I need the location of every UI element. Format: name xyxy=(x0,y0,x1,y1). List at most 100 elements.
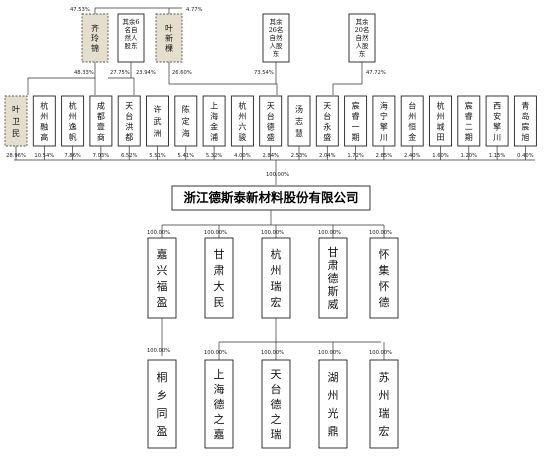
svg-text:自然: 自然 xyxy=(270,33,284,42)
shareholder-9-char-3: 六 xyxy=(238,121,246,131)
shareholder-12-char-4: 盛 xyxy=(323,132,331,142)
subsidiary-4-char-3: 德 xyxy=(328,271,339,285)
shareholder-pct: 2.85% xyxy=(376,153,393,159)
shareholder-15-char-1: 台 xyxy=(408,100,416,110)
grand-subsidiary-4-char-1: 湖 xyxy=(328,371,339,384)
subsidiary-box xyxy=(318,237,348,319)
shareholder-6-char-2: 武 xyxy=(154,116,162,126)
svg-text:股东: 股东 xyxy=(125,41,139,50)
grand-subsidiary-4-char-2: 州 xyxy=(328,389,339,402)
grand-subsidiary-box xyxy=(369,359,399,449)
shareholder-4-char-1: 成 xyxy=(97,100,105,110)
shareholder-pct: 4.00% xyxy=(234,153,251,159)
shareholder-15-char-3: 恒 xyxy=(408,121,416,131)
subsidiary-2-char-2: 肃 xyxy=(214,264,225,277)
svg-text:自然: 自然 xyxy=(356,33,370,42)
shareholder-12-char-2: 台 xyxy=(323,111,331,121)
grand-subsidiary-2-char-1: 上 xyxy=(214,368,225,381)
shareholder-pct: 1.20% xyxy=(461,153,478,159)
top-person-qi-char-2: 玲 xyxy=(91,33,99,43)
shareholder-17-char-2: 睿 xyxy=(465,112,473,121)
grand-subsidiary-pct: 100.00% xyxy=(318,350,341,356)
top-person-ye: 叶 新 棵 xyxy=(155,13,183,63)
shareholder-2-char-2: 州 xyxy=(40,112,48,121)
shareholder-11-char-2: 志 xyxy=(295,116,303,126)
shareholder-19-char-4: 旭 xyxy=(521,132,529,142)
grand-subsidiary-5-char-3: 瑞 xyxy=(379,406,390,420)
grand-subsidiary-1-char-2: 乡 xyxy=(157,389,168,402)
subsidiary-2-char-4: 民 xyxy=(214,296,225,309)
grand-subsidiary-5-char-4: 宏 xyxy=(379,424,390,438)
shareholder-pct: 1.15% xyxy=(489,153,506,159)
subsidiary-3-char-4: 宏 xyxy=(271,295,282,309)
company-box: 浙江德斯泰新材料股份有限公司 xyxy=(171,185,371,211)
shareholder-8-char-1: 上 xyxy=(210,101,218,110)
subsidiary-pct: 100.00% xyxy=(204,230,227,236)
subsidiary-2-char-3: 大 xyxy=(214,279,225,293)
grand-subsidiary-3-char-3: 德 xyxy=(271,397,282,411)
shareholder-pct: 7.03% xyxy=(93,153,110,159)
top-person-qi-char-1: 齐 xyxy=(91,23,99,33)
shareholder-14-char-4: 川 xyxy=(380,133,388,142)
shareholder-19-char-2: 岛 xyxy=(521,111,529,121)
shareholder-16-char-4: 田 xyxy=(437,133,445,142)
shareholder-14-char-2: 宁 xyxy=(380,111,388,121)
shareholder-12-char-3: 永 xyxy=(323,121,331,131)
grand-subsidiary-pct: 100.00% xyxy=(204,350,227,356)
shareholder-18-char-1: 西 xyxy=(493,101,501,110)
grand-subsidiary-3-char-4: 之 xyxy=(271,412,282,426)
subsidiary-1-char-4: 盈 xyxy=(157,296,168,309)
pct-others20-bottom: 47.72% xyxy=(366,70,386,76)
shareholder-8-char-2: 海 xyxy=(210,111,218,121)
shareholder-15-char-2: 州 xyxy=(408,112,416,121)
grand-subsidiary-3-char-5: 瑞 xyxy=(271,427,282,441)
subsidiary-3-char-3: 瑞 xyxy=(271,279,282,293)
top-connectors xyxy=(27,7,363,95)
shareholder-16-char-3: 城 xyxy=(437,122,445,131)
shareholder-7-char-3: 海 xyxy=(182,128,190,138)
shareholder-pct: 5.32% xyxy=(206,153,223,159)
top-person-qi-char-3: 锦 xyxy=(91,43,99,53)
shareholder-12-char-1: 天 xyxy=(323,101,331,110)
pct-qi-bottom: 48.33% xyxy=(74,70,94,76)
subsidiary-pct: 100.00% xyxy=(147,230,170,236)
grand-subsidiary-pct: 100.00% xyxy=(369,350,392,356)
shareholder-3-char-2: 州 xyxy=(69,112,77,121)
shareholder-4-char-3: 壹 xyxy=(97,121,105,131)
grand-subsidiary-3-char-1: 天 xyxy=(271,368,282,381)
shareholder-10-char-4: 盛 xyxy=(267,132,275,142)
shareholder-pct: 5.51% xyxy=(149,153,166,159)
grand-subsidiary-4-char-4: 鼎 xyxy=(328,425,339,438)
subsidiary-4-char-1: 甘 xyxy=(328,246,339,259)
shareholders-row: 叶卫民28.96%杭州融高10.54%杭州逸帆7.86%成都壹商7.03%天台洪… xyxy=(4,95,537,160)
shareholder-9-char-4: 骏 xyxy=(238,132,246,142)
shareholder-pct: 1.60% xyxy=(432,153,449,159)
shareholder-17-char-1: 宸 xyxy=(465,100,473,110)
subsidiary-5-char-4: 德 xyxy=(379,295,390,309)
shareholder-pct: 2.53% xyxy=(291,153,308,159)
shareholder-19-char-1: 青 xyxy=(521,100,529,110)
shareholder-7-char-1: 陈 xyxy=(182,104,190,114)
shareholder-5-char-4: 都 xyxy=(125,133,133,142)
shareholder-2-char-4: 高 xyxy=(40,132,48,142)
subsidiary-4-char-5: 威 xyxy=(328,298,339,311)
grand-subsidiary-5-char-1: 苏 xyxy=(379,371,390,384)
grand-subsidiaries-row: 100.00%桐乡同盈100.00%上海德之嘉100.00%天台德之瑞100.0… xyxy=(147,342,399,449)
shareholder-9-char-1: 杭 xyxy=(238,100,246,110)
